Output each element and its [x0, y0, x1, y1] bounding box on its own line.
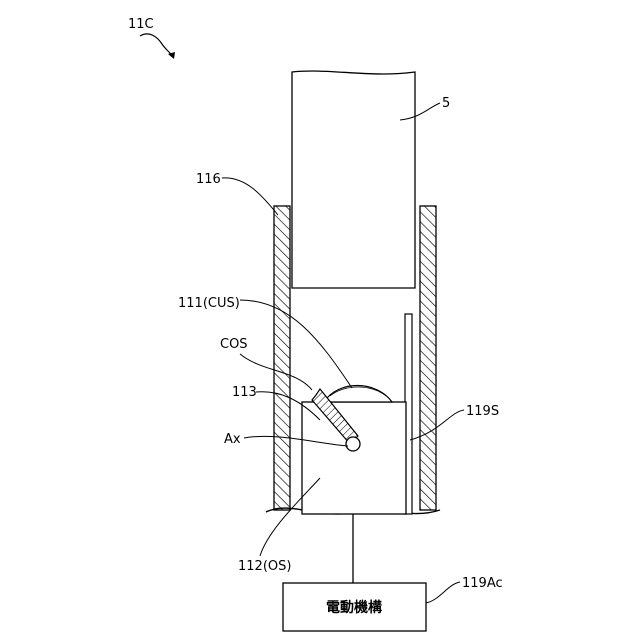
cushion-111	[324, 386, 392, 403]
holder-label: 112(OS)	[238, 559, 291, 574]
cos-label: COS	[220, 337, 248, 352]
stop-plate-label: 119S	[466, 404, 499, 419]
figure-reference-label: 11C	[128, 17, 154, 32]
holder-block-112	[302, 402, 406, 514]
lever-label: 113	[232, 385, 257, 400]
actuator-text: 電動機構	[326, 599, 382, 616]
cushion-label: 111(CUS)	[178, 296, 240, 311]
sleeve-wall-left	[274, 206, 290, 510]
shaft-5	[292, 71, 415, 288]
arrow-head	[168, 52, 175, 59]
sleeve-wall-right	[420, 206, 436, 510]
sleeve-leader	[222, 178, 278, 215]
cushion-leader	[240, 300, 352, 388]
pivot-ax	[346, 437, 360, 451]
sleeve-label: 116	[196, 172, 221, 187]
figure-reference-arrow	[140, 34, 172, 56]
actuator-leader	[426, 582, 460, 603]
shaft-label: 5	[442, 96, 450, 111]
actuator-label: 119Ac	[462, 576, 503, 591]
axis-label: Ax	[224, 432, 241, 447]
stop-plate-leader	[410, 410, 464, 440]
